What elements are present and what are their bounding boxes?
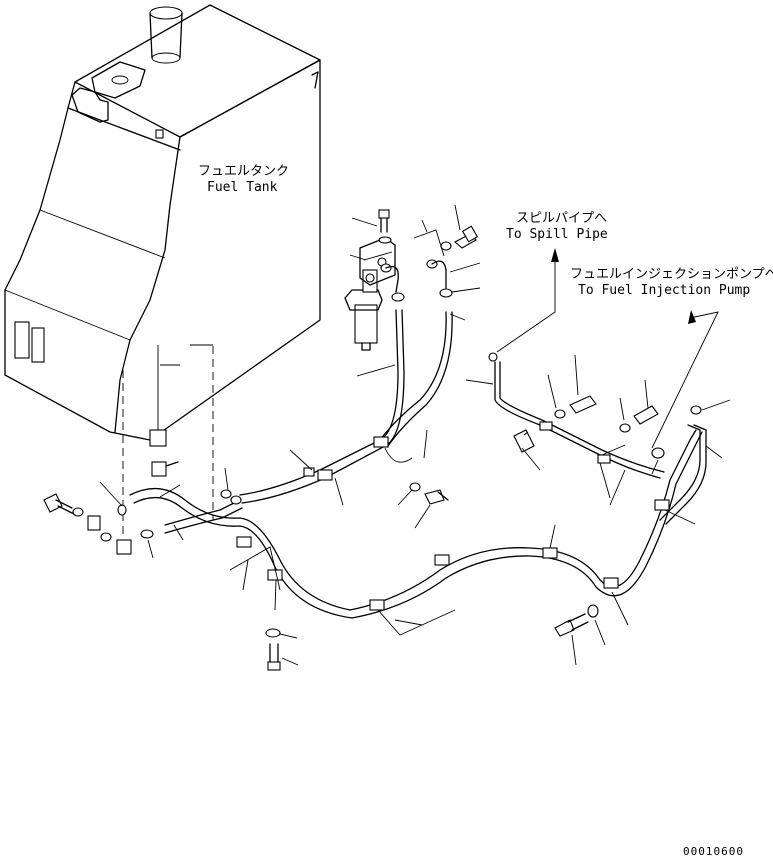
- fuel-tank-label-jp: フュエルタンク: [198, 164, 289, 179]
- fuel-filter: [344, 269, 383, 351]
- injection-pump-label-jp: フュエルインジェクションポンプへ: [570, 267, 773, 282]
- left-fittings: [43, 493, 154, 555]
- drawing-code: 00010600: [683, 845, 744, 857]
- fuel-tank-label-en: Fuel Tank: [207, 180, 278, 195]
- bolt-right-top: [454, 225, 479, 249]
- leader-lines: [99, 204, 731, 666]
- spill-pipe-label-jp: スピルパイプへ: [516, 211, 607, 226]
- injection-pump-arrow: [651, 310, 719, 449]
- fuel-tank: [4, 4, 321, 441]
- bottom-bolts: [265, 482, 599, 671]
- right-bolts: [488, 352, 702, 459]
- spill-pipe-arrow: [496, 248, 559, 353]
- bolt-top: [378, 209, 390, 233]
- pipe-clamps: [236, 421, 670, 611]
- injection-pump-label-en: To Fuel Injection Pump: [578, 283, 750, 298]
- spill-pipe-label-en: To Spill Pipe: [506, 227, 608, 242]
